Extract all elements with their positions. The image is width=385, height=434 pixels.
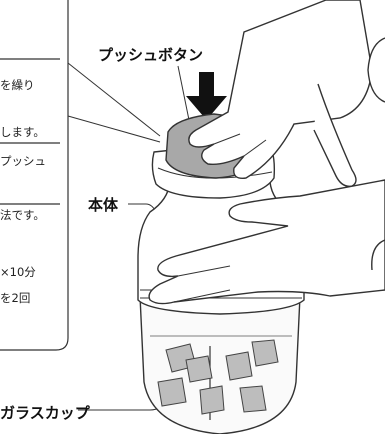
side-hand — [148, 179, 385, 305]
body-label: 本体 — [88, 196, 119, 214]
push-button-label: プッシュボタン — [98, 46, 204, 64]
top-hand — [188, 0, 373, 187]
instruction-fragment: プッシュ — [0, 154, 46, 168]
callout-lines — [67, 62, 190, 411]
instruction-fragment: を繰り — [0, 78, 35, 92]
right-edge-fragments — [367, 37, 385, 271]
instruction-panel — [0, 0, 69, 351]
down-arrow-icon — [186, 72, 227, 120]
glass-cup — [139, 295, 301, 434]
instruction-fragment: 法です。 — [0, 208, 45, 222]
ice-cubes — [157, 339, 279, 415]
glass-cup-label: ガラスカップ — [0, 404, 90, 422]
instruction-fragment: を2回 — [0, 291, 31, 305]
instruction-fragment: ×10分 — [0, 265, 36, 279]
instruction-fragment: します。 — [0, 125, 45, 139]
